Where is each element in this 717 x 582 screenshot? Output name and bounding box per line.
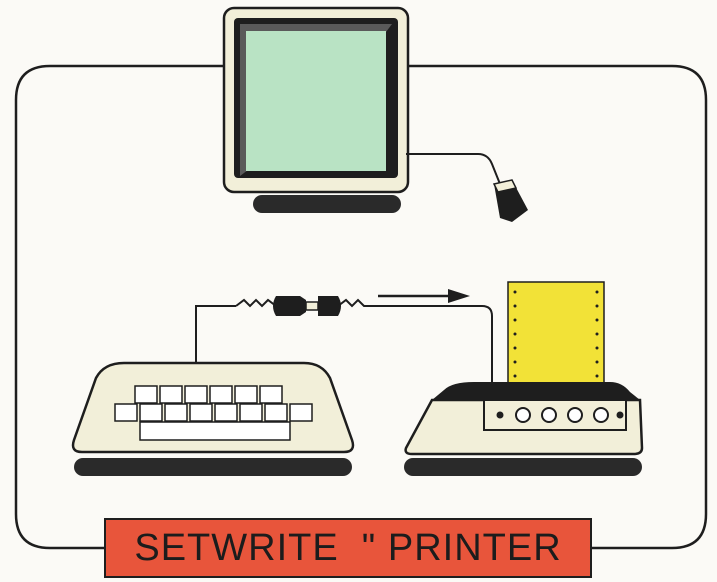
printer-top: [432, 382, 640, 400]
monitor-cable: [406, 154, 500, 184]
keyboard: [73, 306, 353, 476]
monitor-stand-shadow: [253, 195, 401, 213]
monitor: [224, 8, 528, 222]
printer: [404, 282, 642, 476]
printer-paper: [508, 282, 604, 388]
right-arrow-icon: [378, 289, 470, 303]
caption-label: SETWRITE " PRINTER: [104, 518, 592, 578]
keyboard-cable: [196, 306, 236, 363]
monitor-screen: [246, 31, 386, 171]
keyboard-shadow: [74, 458, 352, 476]
printer-shadow: [404, 458, 642, 476]
printer-cable: [372, 306, 492, 382]
